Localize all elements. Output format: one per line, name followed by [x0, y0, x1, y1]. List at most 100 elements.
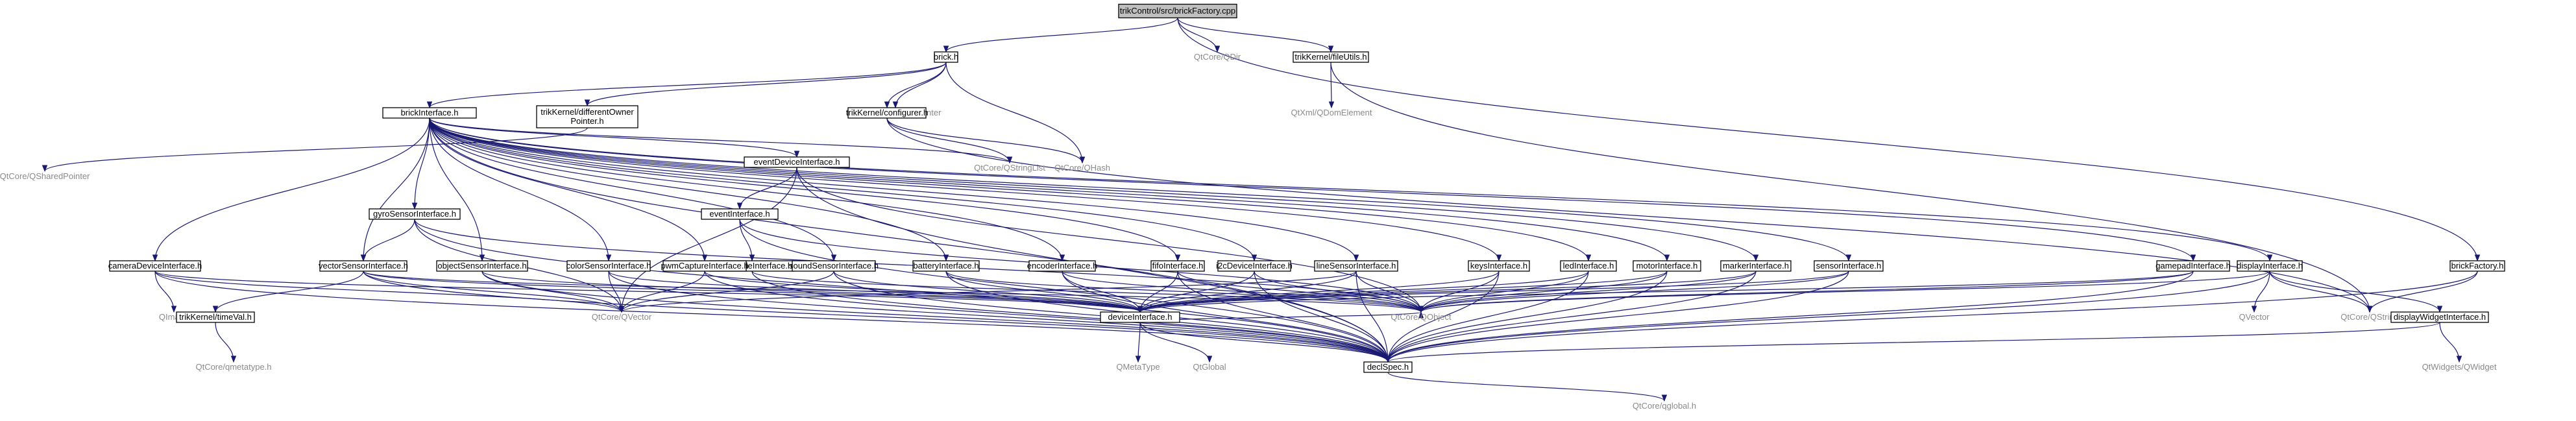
- edge-brickiface-to-sound: [429, 117, 837, 262]
- node-box-diffowner: [536, 105, 638, 128]
- node-eventdev[interactable]: eventDeviceInterface.h: [744, 156, 850, 168]
- edge-configurer-to-qstring: [886, 117, 2373, 313]
- node-label-timeval: trikKernel/timeVal.h: [179, 312, 252, 322]
- edge-camera-to-declspec: [154, 271, 1391, 363]
- node-declspec[interactable]: declSpec.h: [1363, 361, 1413, 373]
- edge-pwmcap-to-devicei: [704, 271, 1143, 313]
- node-label-qmetatype2: QMetaType: [1116, 362, 1160, 372]
- edge-pwmcap-to-qvector: [618, 271, 705, 313]
- edge-camera-to-devicei: [154, 271, 1143, 313]
- edge-battery-to-qobject: [945, 271, 1424, 313]
- edge-object-to-devicei: [481, 271, 1143, 313]
- node-brick[interactable]: brick.h: [934, 51, 958, 63]
- edge-root-to-brickfactory: [1177, 18, 2481, 262]
- node-gyro[interactable]: gyroSensorInterface.h: [369, 208, 461, 220]
- edge-brick-to-configurer: [884, 62, 947, 109]
- node-object[interactable]: objectSensorInterface.h: [436, 260, 528, 272]
- node-line[interactable]: lineSensorInterface.h: [1314, 260, 1398, 272]
- node-configurer[interactable]: trikKernel/configurer.h: [846, 107, 928, 119]
- node-label-displaywidget: displayWidgetInterface.h: [2394, 312, 2486, 322]
- edge-camera-to-qvector: [154, 271, 625, 313]
- node-led[interactable]: ledInterface.h: [1560, 260, 1617, 272]
- node-box-eventdev: [744, 156, 850, 168]
- node-box-i2c: [1217, 260, 1291, 272]
- node-battery[interactable]: batteryInterface.h: [912, 260, 980, 272]
- node-label-eventdev: eventDeviceInterface.h: [754, 157, 840, 167]
- node-gamepad[interactable]: gamepadInterface.h: [2156, 260, 2231, 272]
- node-qmetatype: QtCore/qmetatype.h: [195, 362, 271, 372]
- edge-brickiface-to-eventdev: [429, 117, 800, 158]
- edge-eventiface-to-eventcode: [739, 219, 755, 262]
- node-box-fileutils: [1293, 51, 1369, 63]
- node-label-qhash: QtCore/QHash: [1054, 163, 1110, 173]
- node-displaywidget[interactable]: displayWidgetInterface.h: [2390, 311, 2489, 323]
- edge-configurer-to-qstringlist: [886, 117, 1013, 164]
- node-label-fifo: fifoInterface.h: [1152, 261, 1204, 271]
- edge-fifo-to-qobject: [1177, 271, 1424, 313]
- edge-vector-to-timeval: [212, 271, 364, 313]
- edge-brickfactory-to-declspec: [1385, 271, 2478, 363]
- node-box-vector: [319, 260, 407, 272]
- node-brickiface[interactable]: brickInterface.h: [382, 107, 477, 119]
- edge-brickiface-to-line: [429, 117, 1359, 262]
- node-box-sensor: [1814, 260, 1884, 272]
- node-root[interactable]: trikControl/src/brickFactory.cpp: [1118, 3, 1237, 19]
- edge-sensor-to-qobject: [1418, 271, 1849, 313]
- edge-brickiface-to-vector: [360, 117, 430, 262]
- edge-gamepad-to-declspec: [1385, 271, 2194, 363]
- edge-brickiface-to-pwmcap: [429, 117, 708, 262]
- node-display[interactable]: displayInterface.h: [2237, 260, 2303, 272]
- node-box-gamepad: [2156, 260, 2230, 272]
- node-label-qstringlist: QtCore/QStringList: [974, 163, 1045, 173]
- node-label-sensor: sensorInterface.h: [1816, 261, 1881, 271]
- edge-brickiface-to-declspec: [429, 117, 1391, 363]
- edge-encoder-to-declspec: [1062, 271, 1391, 363]
- node-label-motor: motorInterface.h: [1636, 261, 1698, 271]
- node-devicei[interactable]: deviceInterface.h: [1100, 311, 1180, 323]
- node-i2c[interactable]: i2cDeviceInterface.h: [1216, 260, 1293, 272]
- node-label-devicei: deviceInterface.h: [1108, 312, 1172, 322]
- node-color[interactable]: colorSensorInterface.h: [566, 260, 651, 272]
- node-sound[interactable]: soundSensorInterface.h: [789, 260, 879, 272]
- edge-root-to-qdir: [1177, 18, 1221, 53]
- node-box-object: [436, 260, 528, 272]
- node-label-qwidget: QtWidgets/QWidget: [2422, 362, 2497, 372]
- node-vector[interactable]: vectorSensorInterface.h: [319, 260, 408, 272]
- node-label-object: objectSensorInterface.h: [437, 261, 526, 271]
- node-label-diffowner: Pointer.h: [570, 116, 603, 126]
- edge-marker-to-devicei: [1137, 271, 1756, 313]
- edge-object-to-qvector: [481, 271, 625, 313]
- edge-brick-to-brickiface: [426, 62, 947, 109]
- node-camera[interactable]: cameraDeviceInterface.h: [108, 260, 202, 272]
- node-fileutils[interactable]: trikKernel/fileUtils.h: [1293, 51, 1369, 63]
- edge-color-to-declspec: [608, 271, 1391, 363]
- node-brickfactory[interactable]: brickFactory.h: [2449, 260, 2505, 272]
- node-sensor[interactable]: sensorInterface.h: [1814, 260, 1884, 272]
- node-encoder[interactable]: encoderInterface.h: [1027, 260, 1097, 272]
- node-fifo[interactable]: fifoInterface.h: [1150, 260, 1205, 272]
- node-label-configurer: trikKernel/configurer.h: [846, 108, 928, 117]
- edge-devicei-to-qglobal: [1139, 322, 1213, 363]
- node-qmetatype2: QMetaType: [1116, 362, 1160, 372]
- node-timeval[interactable]: trikKernel/timeVal.h: [176, 311, 255, 323]
- node-box-display: [2237, 260, 2303, 272]
- node-box-root: [1118, 3, 1237, 19]
- edge-sound-to-qvector: [618, 271, 834, 313]
- node-box-keys: [1468, 260, 1530, 272]
- edge-color-to-qvector: [608, 271, 625, 313]
- node-label-vector: vectorSensorInterface.h: [319, 261, 408, 271]
- node-box-camera: [109, 260, 201, 272]
- node-pwmcap[interactable]: pwmCaptureInterface.h: [661, 260, 749, 272]
- node-eventiface[interactable]: eventInterface.h: [701, 208, 779, 220]
- node-marker[interactable]: markerInterface.h: [1720, 260, 1792, 272]
- edge-brickiface-to-camera: [152, 117, 430, 262]
- node-motor[interactable]: motorInterface.h: [1633, 260, 1701, 272]
- edge-eventdev-to-eventiface: [736, 167, 797, 210]
- edge-object-to-declspec: [481, 271, 1391, 363]
- node-label-gamepad: gamepadInterface.h: [2156, 261, 2231, 271]
- dependency-edges: [42, 18, 2481, 402]
- edge-brickiface-to-led: [429, 117, 1592, 262]
- node-keys[interactable]: keysInterface.h: [1468, 260, 1530, 272]
- node-box-declspec: [1363, 361, 1413, 373]
